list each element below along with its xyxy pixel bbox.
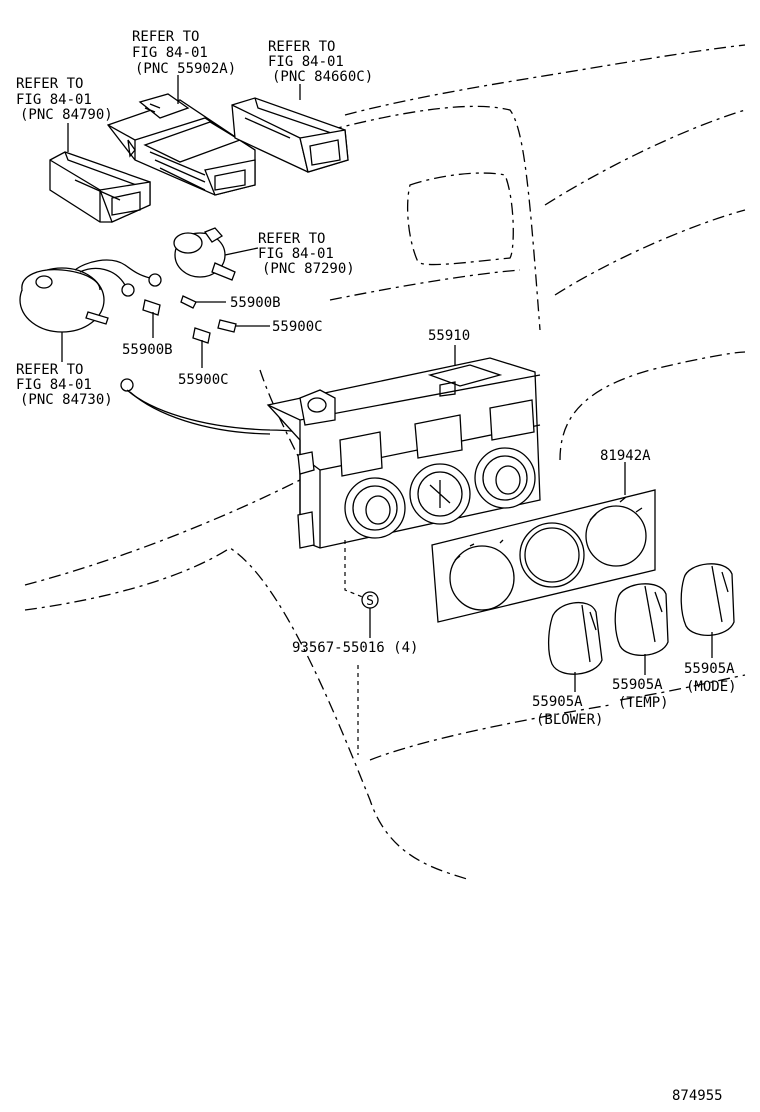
knob-blower (547, 602, 603, 692)
part-label-55900b-left: 55900B (122, 342, 173, 358)
part-label-55900b-right: 55900B (230, 295, 281, 311)
heater-control-assembly-55910 (266, 345, 541, 549)
ref-label-line: (PNC 84730) (20, 392, 113, 408)
ref-label-line: REFER TO (16, 76, 83, 92)
ref-label-line: FIG 84-01 (16, 377, 92, 393)
ref-label-line: REFER TO (16, 362, 83, 378)
knob-mode (680, 563, 735, 658)
ref-label-84730: REFER TO FIG 84-01 (PNC 84730) (16, 362, 113, 408)
screw-93567: S (344, 540, 379, 755)
part-label-93567: 93567-55016 (4) (292, 640, 418, 656)
dashboard-outline (24, 44, 746, 881)
part-label-55900c-left: 55900C (178, 372, 229, 388)
ref-label-line: (PNC 87290) (262, 261, 355, 277)
ref-label-84660c: REFER TO FIG 84-01 (PNC 84660C) (268, 39, 373, 85)
screw-mark: S (366, 594, 374, 609)
ref-label-line: FIG 84-01 (132, 45, 208, 61)
figure-number: 874955 (672, 1088, 723, 1104)
switch-55902a (106, 93, 256, 196)
ref-label-line: (PNC 55902A) (135, 61, 236, 77)
knob-part-number: 55905A (684, 661, 735, 677)
knob-part-number: 55905A (612, 677, 663, 693)
face-plate-81942a (431, 462, 656, 623)
ref-label-84790: REFER TO FIG 84-01 (PNC 84790) (16, 76, 113, 123)
ref-label-line: (PNC 84790) (20, 107, 113, 123)
switch-84790 (49, 151, 151, 223)
knob-function: (BLOWER) (536, 712, 603, 728)
bulb-55900b-left (142, 299, 161, 338)
ref-label-line: REFER TO (132, 29, 199, 45)
part-label-55900c-right: 55900C (272, 319, 323, 335)
knob-function: (MODE) (686, 679, 737, 695)
knob-part-number: 55905A (532, 694, 583, 710)
ref-label-line: (PNC 84660C) (272, 69, 373, 85)
part-label-81942a: 81942A (600, 448, 651, 464)
ref-label-line: REFER TO (268, 39, 335, 55)
bulb-55900c-left (192, 327, 211, 368)
leader-lines (61, 75, 301, 362)
servo-motor-87290 (173, 227, 259, 281)
ref-label-line: FIG 84-01 (268, 54, 344, 70)
part-label-55910: 55910 (428, 328, 470, 344)
ref-label-line: FIG 84-01 (16, 92, 92, 108)
knob-label-temp: 55905A (TEMP) (612, 677, 669, 711)
knob-label-blower: 55905A (BLOWER) (532, 694, 603, 728)
knob-temp (614, 583, 669, 675)
knob-label-mode: 55905A (MODE) (684, 661, 737, 695)
knob-function: (TEMP) (618, 695, 669, 711)
ref-label-line: FIG 84-01 (258, 246, 334, 262)
bulb-55900b-right (180, 295, 226, 309)
ref-label-line: REFER TO (258, 231, 325, 247)
bulb-55900c-right (217, 319, 270, 333)
ref-label-55902a: REFER TO FIG 84-01 (PNC 55902A) (132, 29, 236, 77)
switch-84660c (231, 97, 349, 173)
ref-label-87290: REFER TO FIG 84-01 (PNC 87290) (258, 231, 355, 277)
motor-84730 (19, 259, 162, 333)
